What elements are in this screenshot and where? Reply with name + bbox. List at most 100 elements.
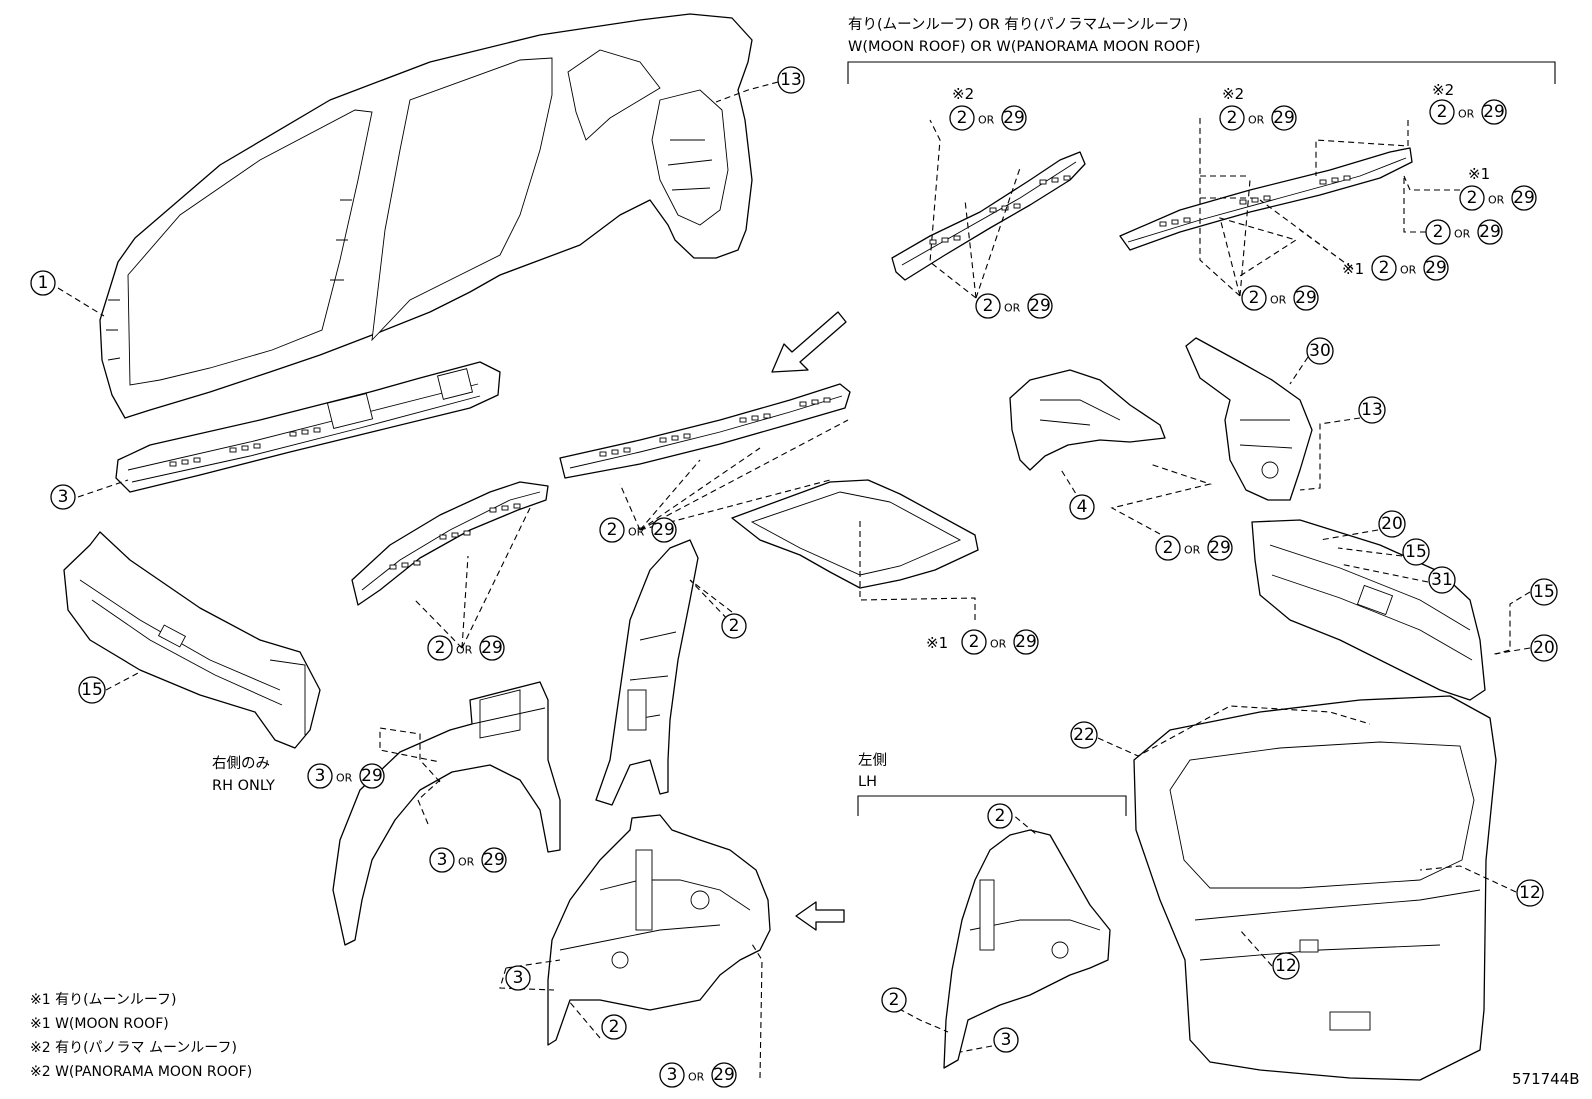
lh-group-bracket xyxy=(857,795,1127,816)
callout-3-rh-inner: 3 xyxy=(505,965,531,991)
cowl-top-panel xyxy=(63,531,321,749)
svg-text:2: 2 xyxy=(1249,288,1260,308)
svg-text:29: 29 xyxy=(1273,108,1295,128)
callout-22: 22 xyxy=(1070,721,1098,749)
svg-text:1: 1 xyxy=(38,273,49,293)
callout-1: 1 xyxy=(30,270,56,296)
roof-bow-front xyxy=(891,151,1086,281)
svg-text:29: 29 xyxy=(1003,108,1025,128)
footnote-3: ※2 有り(パノラマ ムーンルーフ) xyxy=(30,1040,237,1056)
callout-2-lh-lower: 2 xyxy=(881,987,907,1013)
moonroof-group-bracket xyxy=(847,61,1556,84)
svg-text:31: 31 xyxy=(1431,570,1453,590)
callout-3-or-29-wheelhouse: 3 OR 29 xyxy=(429,847,507,873)
svg-text:29: 29 xyxy=(1295,288,1317,308)
footnotes: ※1 有り(ムーンルーフ) ※1 W(MOON ROOF) ※2 有り(パノラマ… xyxy=(30,992,252,1080)
roof-side-inner-rail xyxy=(559,383,851,479)
callout-20-right: 20 xyxy=(1530,634,1558,662)
svg-text:※1: ※1 xyxy=(926,634,948,652)
svg-text:29: 29 xyxy=(1479,222,1501,242)
callout-13-side: 13 xyxy=(1358,396,1386,424)
svg-text:※2: ※2 xyxy=(1222,85,1244,103)
svg-text:OR: OR xyxy=(1004,302,1021,315)
callout-31: 31 xyxy=(1428,566,1456,594)
svg-text:※2: ※2 xyxy=(1432,81,1454,99)
svg-text:※1: ※1 xyxy=(1342,260,1364,278)
callout-3-or-29-bottom: 3 OR 29 xyxy=(659,1062,737,1088)
rocker-inner-panel xyxy=(115,361,501,493)
lh-label: 左側 LH xyxy=(858,752,887,790)
callout-2-or-29-quarter: 2 OR 29 xyxy=(1155,535,1233,561)
svg-text:OR: OR xyxy=(1270,294,1287,307)
svg-text:29: 29 xyxy=(713,1065,735,1085)
roof-bow-rear xyxy=(1119,147,1413,251)
svg-text:29: 29 xyxy=(361,766,383,786)
body-side-outer-panel xyxy=(99,13,753,419)
svg-text:15: 15 xyxy=(81,680,103,700)
svg-text:29: 29 xyxy=(483,850,505,870)
svg-text:2: 2 xyxy=(957,108,968,128)
header-jp-text: 有り(ムーンルーフ) OR 有り(パノラマムーンルーフ) xyxy=(848,16,1188,33)
callout-15-cowl: 15 xyxy=(78,676,106,704)
callout-m2-2-or-29-right: ※2 2 OR 29 xyxy=(1429,81,1507,125)
callout-2-lh-upper: 2 xyxy=(987,803,1013,829)
svg-text:OR: OR xyxy=(1454,228,1471,241)
svg-text:2: 2 xyxy=(609,1017,620,1037)
callout-m2-2-or-29-center: ※2 2 OR 29 xyxy=(1219,85,1297,131)
figure-code: 571744B xyxy=(1512,1070,1580,1088)
callout-2-center-pillar: 2 xyxy=(721,613,747,639)
svg-text:15: 15 xyxy=(1405,542,1427,562)
callout-12-right: 12 xyxy=(1516,879,1544,907)
callout-13-top: 13 xyxy=(777,66,805,94)
quarter-wheel-house-inner-rh xyxy=(547,814,771,1046)
svg-text:OR: OR xyxy=(978,114,995,127)
svg-text:※1: ※1 xyxy=(1468,165,1490,183)
svg-text:OR: OR xyxy=(1248,114,1265,127)
svg-text:29: 29 xyxy=(1209,538,1231,558)
center-pillar-inner xyxy=(595,539,699,806)
svg-text:20: 20 xyxy=(1533,638,1555,658)
rh-only-label: 右側のみ RH ONLY xyxy=(212,755,275,794)
svg-text:2: 2 xyxy=(607,520,618,540)
svg-text:2: 2 xyxy=(889,990,900,1010)
svg-text:3: 3 xyxy=(513,968,524,988)
svg-text:13: 13 xyxy=(780,70,802,90)
svg-text:2: 2 xyxy=(995,806,1006,826)
quarter-wheel-house-inner-lh xyxy=(943,829,1111,1069)
callout-30: 30 xyxy=(1306,337,1334,365)
svg-text:OR: OR xyxy=(458,856,475,869)
svg-text:2: 2 xyxy=(1163,538,1174,558)
svg-text:OR: OR xyxy=(1488,194,1505,207)
svg-text:12: 12 xyxy=(1275,956,1297,976)
svg-text:15: 15 xyxy=(1533,582,1555,602)
callout-15-right: 15 xyxy=(1530,578,1558,606)
svg-text:2: 2 xyxy=(1433,222,1444,242)
svg-text:2: 2 xyxy=(1437,102,1448,122)
header-en-text: W(MOON ROOF) OR W(PANORAMA MOON ROOF) xyxy=(848,39,1201,55)
svg-text:OR: OR xyxy=(1458,108,1475,121)
callout-m1-2-or-29-upper-right: ※1 2 OR 29 xyxy=(1459,165,1537,211)
quarter-panel-inner-rear xyxy=(1009,369,1166,471)
callout-m2-2-or-29-left: ※2 2 OR 29 xyxy=(949,85,1027,131)
svg-text:2: 2 xyxy=(1379,258,1390,278)
callout-3-lh: 3 xyxy=(993,1027,1019,1053)
callout-2-or-29-pillar: 2 OR 29 xyxy=(427,635,505,661)
back-door-opening-side xyxy=(1185,337,1313,501)
svg-text:3: 3 xyxy=(667,1065,678,1085)
svg-text:29: 29 xyxy=(1513,188,1535,208)
svg-text:3: 3 xyxy=(315,766,326,786)
svg-text:29: 29 xyxy=(1029,296,1051,316)
svg-text:※2: ※2 xyxy=(952,85,974,103)
callout-4: 4 xyxy=(1069,494,1095,520)
front-pillar-inner-rail xyxy=(351,481,549,606)
svg-text:左側: 左側 xyxy=(858,752,887,769)
svg-text:13: 13 xyxy=(1361,400,1383,420)
callout-3-or-29-rh: 3 OR 29 xyxy=(307,763,385,789)
svg-text:3: 3 xyxy=(437,850,448,870)
svg-text:LH: LH xyxy=(858,774,877,790)
svg-text:2: 2 xyxy=(435,638,446,658)
leader-lines xyxy=(57,81,1531,1079)
callout-2-or-29-right-mid: 2 OR 29 xyxy=(1425,219,1503,245)
callout-m1-2-or-29-frame: ※1 2 OR 29 xyxy=(926,629,1039,655)
direction-arrow-upper xyxy=(771,311,847,373)
